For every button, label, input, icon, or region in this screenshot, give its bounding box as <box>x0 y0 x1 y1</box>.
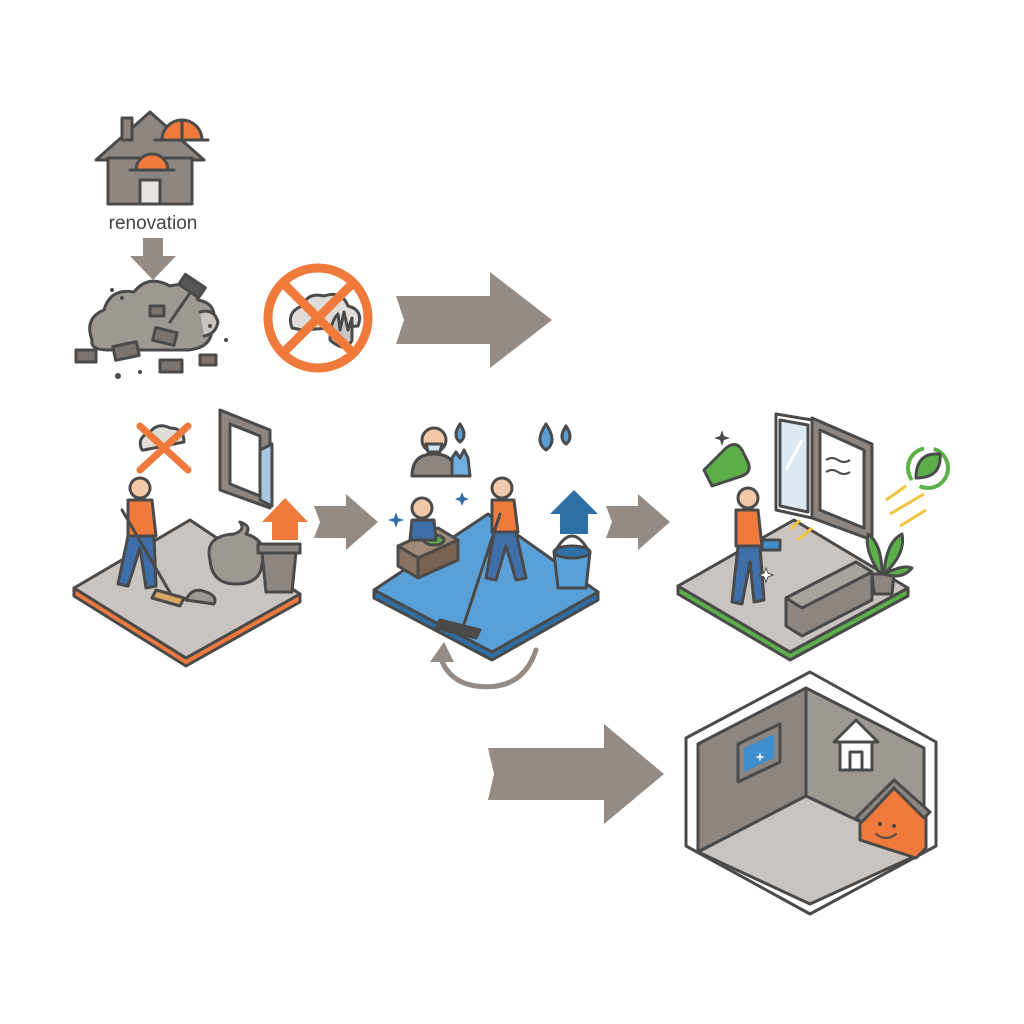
flow-arrow-3 <box>606 494 670 550</box>
flow-arrow-2 <box>314 494 378 550</box>
polishing-window-worker-icon <box>676 412 950 662</box>
prohibited-dust-icon <box>263 263 373 373</box>
flow-arrow-1 <box>396 272 552 368</box>
mopping-worker-icon <box>372 422 600 662</box>
cycle-arrow-icon <box>430 642 539 690</box>
broom-sweeping-worker-icon <box>72 408 308 668</box>
clean-room-with-happy-house-icon <box>684 670 938 916</box>
house-with-hard-hats-icon <box>94 110 210 206</box>
start-caption: renovation <box>109 213 198 234</box>
down-arrow-icon <box>130 238 176 280</box>
rubble-and-hammer-icon <box>74 272 228 379</box>
flow-arrow-4 <box>488 724 664 824</box>
